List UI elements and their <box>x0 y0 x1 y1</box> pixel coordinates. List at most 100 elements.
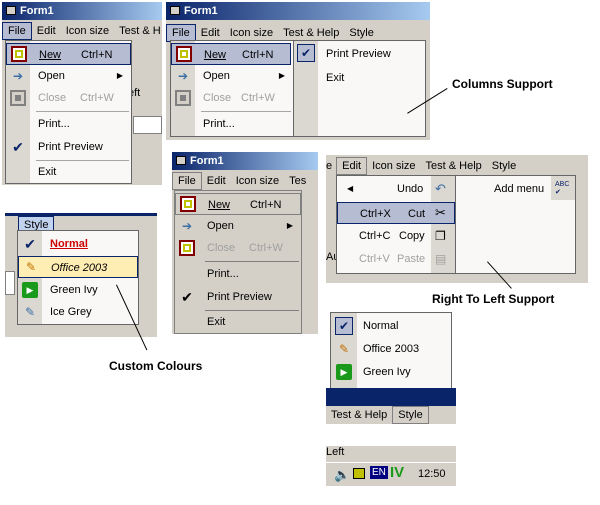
menu-item-exit[interactable]: Exit <box>207 316 226 328</box>
undo-icon: ↶ <box>435 181 446 196</box>
panel3-file-menu: New Ctrl+N ➔ Open ▶ Close Ctrl+W Print..… <box>174 190 302 334</box>
paste-icon: ▤ <box>435 252 447 266</box>
menu-item-paste[interactable]: Ctrl+V Paste ▤ <box>337 248 455 270</box>
menu-file-partial[interactable]: e <box>326 160 333 172</box>
panel1-title: Form1 <box>20 5 54 17</box>
style-item-green-ivy[interactable]: ▶ Green Ivy <box>331 361 451 383</box>
close-icon <box>10 90 26 106</box>
language-indicator[interactable]: EN <box>370 466 388 479</box>
menu-icon-size[interactable]: Icon size <box>235 175 280 187</box>
menu-item-print-preview[interactable]: ✔ Print Preview <box>294 43 425 65</box>
panel2-menubar: File Edit Icon size Test & Help Style <box>166 24 430 42</box>
menu-icon-size[interactable]: Icon size <box>65 25 110 37</box>
close-icon <box>179 240 195 256</box>
check-icon: ✔ <box>181 289 193 305</box>
menu-item-exit[interactable]: Exit <box>326 72 345 84</box>
menu-item-add-menu[interactable]: Add menu ABC✔ <box>494 181 570 196</box>
menu-file[interactable]: File <box>2 22 32 40</box>
panel1-menubar: File Edit Icon size Test & H <box>2 22 162 40</box>
menu-test-help[interactable]: Test & Help <box>425 160 482 172</box>
menu-icon-size[interactable]: Icon size <box>229 27 274 39</box>
menu-item-open[interactable]: ➔ Open ▶ <box>171 65 293 87</box>
menu-item-close[interactable]: Close Ctrl+W <box>171 87 293 109</box>
style-item-normal[interactable]: ✔ Normal <box>331 315 451 337</box>
column-divider <box>293 41 294 136</box>
menu-item-copy[interactable]: Ctrl+C Copy ❐ <box>337 225 455 247</box>
panel6-menubar: Test & Help Style <box>326 406 456 424</box>
menu-separator <box>205 261 299 262</box>
rtl-icon-band-col2 <box>551 176 575 200</box>
open-arrow-icon: ➔ <box>177 69 189 83</box>
check-icon: ✔ <box>12 139 24 155</box>
menu-item-cut[interactable]: Ctrl+X Cut ✂ <box>337 202 455 224</box>
speaker-icon[interactable]: 🔈 <box>334 467 351 482</box>
panel5-menubar: Style <box>5 216 157 234</box>
menu-item-print[interactable]: Print... <box>207 268 239 280</box>
menu-test-help[interactable]: Test & Help <box>331 409 388 421</box>
new-icon <box>176 46 192 62</box>
column-divider <box>455 176 456 273</box>
panel6-behind-text: Left <box>326 446 345 458</box>
menu-item-new[interactable]: New Ctrl+N <box>175 193 301 215</box>
menu-item-open[interactable]: ➔ Open ▶ <box>175 215 301 237</box>
palette-icon: ✎ <box>338 342 350 356</box>
scissors-icon: ✂ <box>435 205 446 220</box>
menu-style[interactable]: Style <box>349 27 374 39</box>
menu-test-help[interactable]: Test & Help <box>283 27 340 39</box>
menu-item-open[interactable]: ➔ Open ▶ <box>6 65 131 87</box>
menu-item-new[interactable]: New Ctrl+N <box>6 43 131 65</box>
style-item-ice-grey[interactable]: ✎ Ice Grey <box>18 301 138 323</box>
submenu-arrow-icon: ▶ <box>278 71 285 80</box>
menu-edit[interactable]: Edit <box>36 25 56 37</box>
panel4-edit-menu: ◀ Undo ↶ Ctrl+X Cut ✂ Ctrl+C Copy ❐ Ctrl… <box>336 175 576 274</box>
form-icon <box>6 6 16 15</box>
menu-edit[interactable]: Edit <box>206 175 226 187</box>
menu-test[interactable]: Tes <box>289 175 307 187</box>
menu-edit[interactable]: Edit <box>200 27 220 39</box>
check-icon: ✔ <box>335 317 353 335</box>
menu-item-print[interactable]: Print... <box>38 118 70 130</box>
menu-item-print-preview[interactable]: ✔ Print Preview <box>175 286 301 308</box>
submenu-arrow-icon: ▶ <box>286 221 293 230</box>
menu-file[interactable]: File <box>172 172 202 190</box>
panel5-behind-input <box>5 271 15 295</box>
style-item-normal[interactable]: ✔ Normal <box>18 233 138 255</box>
menu-item-print-preview[interactable]: ✔ Print Preview <box>6 136 131 158</box>
monitor-icon[interactable] <box>353 468 365 479</box>
style-item-office-2003[interactable]: ✎ Office 2003 <box>18 256 138 278</box>
panel1-file-menu: New Ctrl+N ➔ Open ▶ Close Ctrl+W Print..… <box>5 40 132 184</box>
iv-tray-icon[interactable]: IV <box>390 464 405 481</box>
menu-test-help[interactable]: Test & H <box>119 25 161 37</box>
menu-style[interactable]: Style <box>491 160 517 172</box>
menu-item-close[interactable]: Close Ctrl+W <box>6 87 131 109</box>
menu-item-close[interactable]: Close Ctrl+W <box>175 237 301 259</box>
menu-separator <box>205 310 299 311</box>
caption-right-to-left: Right To Left Support <box>432 292 555 306</box>
submenu-arrow-left-icon: ◀ <box>347 184 354 193</box>
menu-edit[interactable]: Edit <box>336 157 368 175</box>
open-arrow-icon: ➔ <box>181 219 193 233</box>
menu-separator <box>201 111 291 112</box>
menu-item-new[interactable]: New Ctrl+N <box>171 43 291 65</box>
panel2-file-menu: New Ctrl+N ➔ Open ▶ Close Ctrl+W Print..… <box>170 40 426 137</box>
style-item-green-ivy[interactable]: ▶ Green Ivy <box>18 279 138 301</box>
menu-item-print[interactable]: Print... <box>203 118 235 130</box>
menu-icon-size[interactable]: Icon size <box>372 160 416 172</box>
style-item-office-2003[interactable]: ✎ Office 2003 <box>331 338 451 360</box>
panel1-behind-input <box>133 116 162 134</box>
panel2-titlebar: Form1 <box>166 2 430 20</box>
panel5-titlebar-strip <box>5 213 157 216</box>
panel6-white-area <box>326 424 456 446</box>
menu-style[interactable]: Style <box>392 406 429 424</box>
menu-file[interactable]: File <box>166 24 196 42</box>
submenu-arrow-icon: ▶ <box>116 71 123 80</box>
caption-columns-support: Columns Support <box>452 77 553 91</box>
caption-custom-colours: Custom Colours <box>109 359 203 373</box>
new-icon <box>180 196 196 212</box>
panel3-menubar: File Edit Icon size Tes <box>172 172 318 190</box>
close-icon <box>175 90 191 106</box>
menu-item-exit[interactable]: Exit <box>38 166 57 178</box>
new-icon <box>11 46 27 62</box>
menu-item-undo[interactable]: ◀ Undo ↶ <box>337 178 455 200</box>
